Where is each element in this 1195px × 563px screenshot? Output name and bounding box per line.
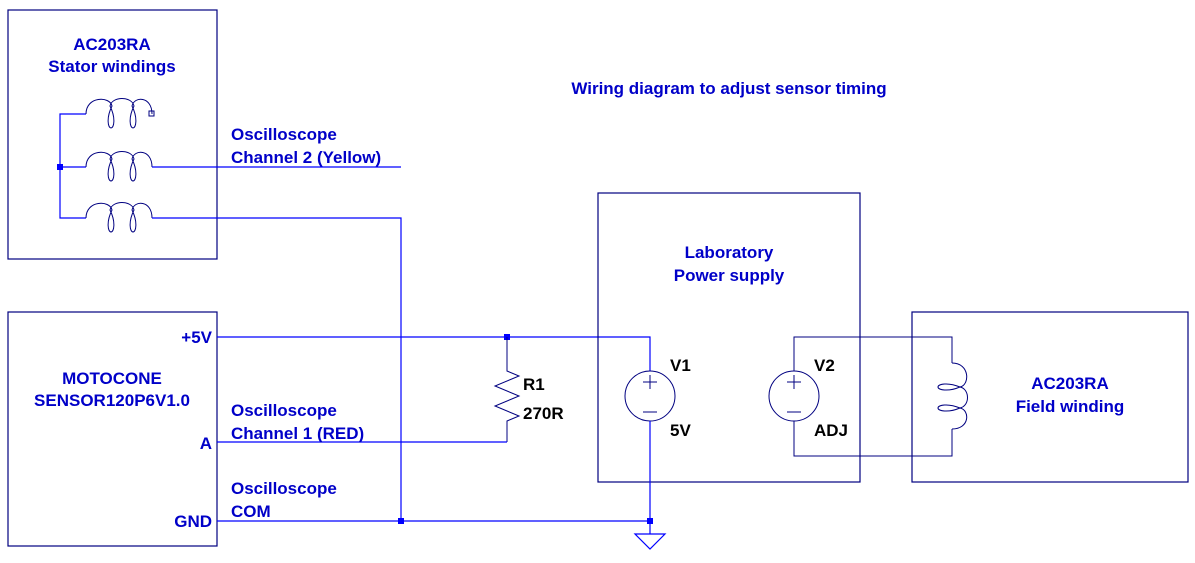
stator-neutral-bus bbox=[59, 113, 86, 219]
wire-stator-to-com bbox=[152, 217, 402, 521]
pin-a: A bbox=[200, 434, 212, 453]
coil-terminal bbox=[148, 110, 155, 117]
stator-title: AC203RA bbox=[73, 35, 150, 54]
resistor-symbol bbox=[493, 337, 521, 442]
wire-v2-plus bbox=[793, 336, 953, 371]
junction-dot bbox=[647, 518, 653, 524]
wire-v2-minus bbox=[793, 421, 953, 457]
stator-coil-3 bbox=[85, 202, 153, 233]
r1-name: R1 bbox=[523, 375, 545, 394]
pin-5v: +5V bbox=[181, 328, 212, 347]
ch2-label-line1: Oscilloscope bbox=[231, 125, 337, 144]
v1-value: 5V bbox=[670, 421, 691, 440]
ground-icon bbox=[633, 533, 667, 550]
r1-value: 270R bbox=[523, 404, 564, 423]
stator-subtitle: Stator windings bbox=[48, 57, 176, 76]
com-label-line2: COM bbox=[231, 502, 271, 521]
psu-title: Laboratory bbox=[685, 243, 774, 262]
junction-dot bbox=[398, 518, 404, 524]
ch1-label-line2: Channel 1 (RED) bbox=[231, 424, 364, 443]
junction-dot bbox=[57, 164, 63, 170]
v2-name: V2 bbox=[814, 356, 835, 375]
v1-name: V1 bbox=[670, 356, 691, 375]
v2-value: ADJ bbox=[814, 421, 848, 440]
sensor-subtitle: SENSOR120P6V1.0 bbox=[34, 391, 190, 410]
field-subtitle: Field winding bbox=[1016, 397, 1125, 416]
ch1-label-line1: Oscilloscope bbox=[231, 401, 337, 420]
field-coil bbox=[937, 362, 968, 430]
stator-windings bbox=[57, 98, 155, 233]
field-title: AC203RA bbox=[1031, 374, 1108, 393]
field-winding-block bbox=[911, 311, 1189, 483]
psu-subtitle: Power supply bbox=[674, 266, 785, 285]
voltage-source-v1: V1 5V bbox=[624, 356, 691, 440]
pin-gnd: GND bbox=[174, 512, 212, 531]
stator-coil-1 bbox=[85, 98, 155, 129]
stator-coil-2 bbox=[85, 151, 153, 182]
sensor-block bbox=[7, 311, 218, 547]
diagram-title: Wiring diagram to adjust sensor timing bbox=[571, 79, 886, 98]
com-label-line1: Oscilloscope bbox=[231, 479, 337, 498]
stator-block bbox=[7, 9, 218, 260]
voltage-source-v2: V2 ADJ bbox=[768, 356, 848, 440]
sensor-title: MOTOCONE bbox=[62, 369, 162, 388]
ch2-label-line2: Channel 2 (Yellow) bbox=[231, 148, 381, 167]
resistor-r1: R1 270R bbox=[493, 337, 564, 442]
wire-5v bbox=[217, 336, 651, 371]
